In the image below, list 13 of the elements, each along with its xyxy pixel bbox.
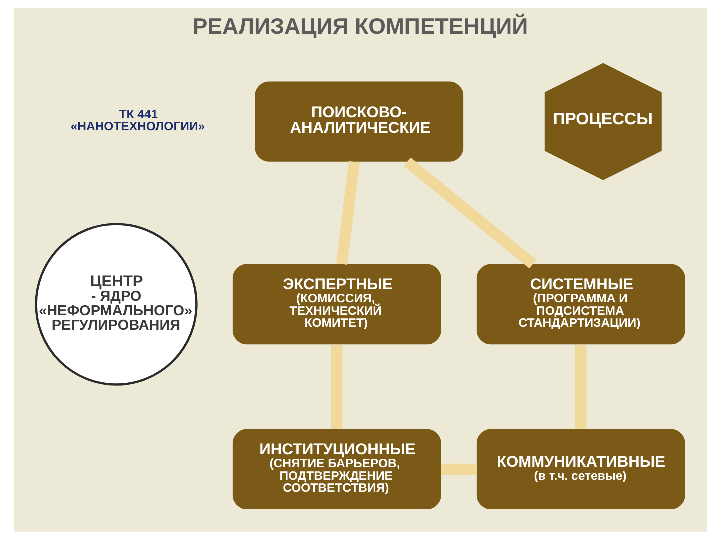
node-box: ПОИСКОВО-АНАЛИТИЧЕСКИЕ [254, 82, 464, 162]
diagram-title: РЕАЛИЗАЦИЯ КОМПЕТЕНЦИЙ [192, 14, 528, 39]
node-circle: ЦЕНТР - ЯДРО «НЕФОРМАЛЬНОГО» РЕГУЛИРОВАНИЯ [34, 223, 198, 386]
node-box: КОММУНИКАТИВНЫЕ (в т.ч. сетевые) [476, 429, 685, 510]
connector [331, 345, 342, 430]
connector [403, 158, 536, 269]
label: ТК 441 «НАНОТЕХНОЛОГИИ» [70, 107, 205, 134]
connector [575, 345, 586, 430]
connector [440, 464, 476, 475]
node-box: ИНСТИТУЦИОННЫЕ (СНЯТИЕ БАРЬЕРОВ, ПОДТВЕРЖДЕНИЕ СООТВЕТСТВИЯ) [232, 429, 441, 510]
connector [336, 161, 360, 266]
node-box: ЭКСПЕРТНЫЕ (КОМИССИЯ, ТЕХНИЧЕСКИЙ КОМИТЕТ) [232, 264, 441, 345]
node-box: СИСТЕМНЫЕ (ПРОГРАММА И ПОДСИСТЕМА СТАНДАРТИЗАЦИИ) [476, 264, 685, 345]
